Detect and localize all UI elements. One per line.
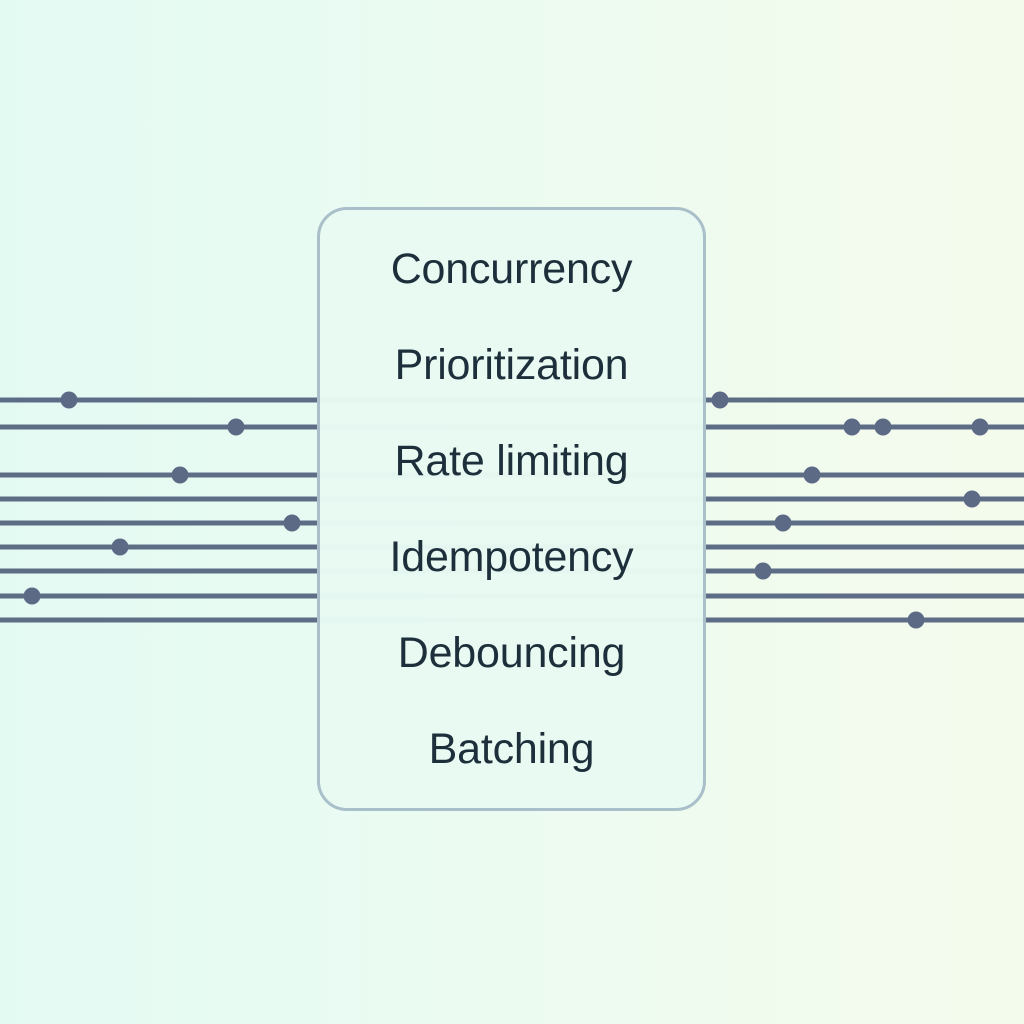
concept-item-idempotency: Idempotency bbox=[389, 533, 634, 581]
track-marker-left-6-1 bbox=[111, 538, 129, 556]
track-marker-right-2-3 bbox=[971, 418, 989, 436]
concept-item-batching: Batching bbox=[428, 725, 595, 773]
track-marker-right-7-1 bbox=[754, 562, 772, 580]
concept-item-concurrency: Concurrency bbox=[390, 245, 633, 293]
track-marker-right-3-1 bbox=[803, 466, 821, 484]
track-marker-left-5-1 bbox=[283, 514, 301, 532]
track-marker-right-5-1 bbox=[774, 514, 792, 532]
track-marker-left-1-1 bbox=[60, 391, 78, 409]
concept-item-debouncing: Debouncing bbox=[397, 629, 626, 677]
track-marker-left-3-1 bbox=[171, 466, 189, 484]
track-marker-right-4-1 bbox=[963, 490, 981, 508]
track-marker-right-1-1 bbox=[711, 391, 729, 409]
track-marker-right-2-2 bbox=[874, 418, 892, 436]
track-marker-left-2-1 bbox=[227, 418, 245, 436]
track-marker-right-9-1 bbox=[907, 611, 925, 629]
track-marker-left-8-1 bbox=[23, 587, 41, 605]
track-marker-right-2-1 bbox=[843, 418, 861, 436]
concept-item-rate-limiting: Rate limiting bbox=[394, 437, 629, 485]
concept-item-prioritization: Prioritization bbox=[394, 341, 629, 389]
concept-card: Concurrency Prioritization Rate limiting… bbox=[317, 207, 706, 811]
